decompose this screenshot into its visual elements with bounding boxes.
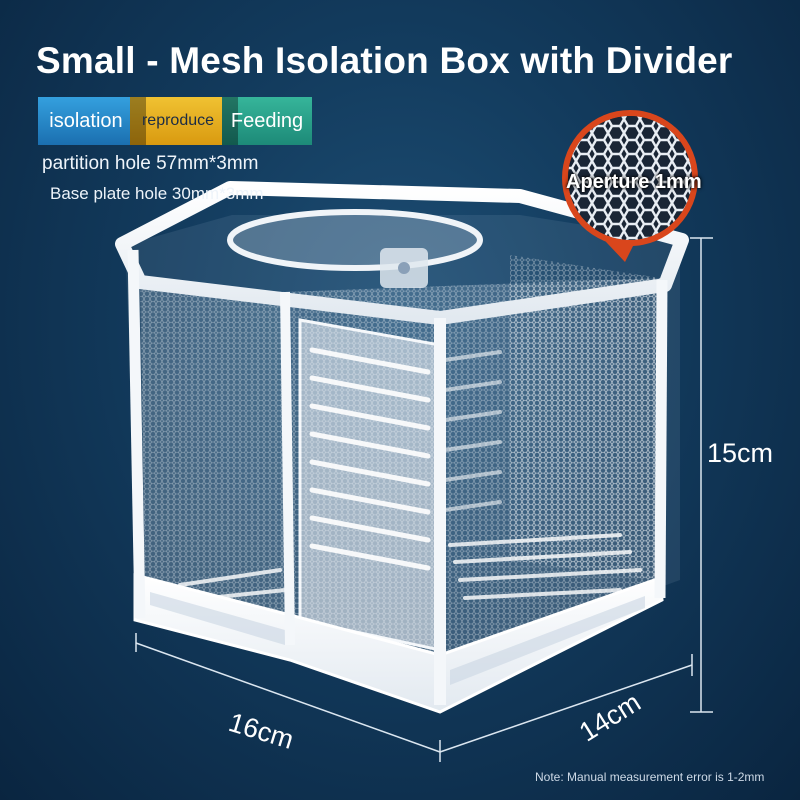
dimension-lines: [135, 237, 713, 762]
base-plate-hole-spec: Base plate hole 30mm*3mm: [50, 184, 264, 203]
tag-isolation: isolation: [38, 97, 134, 145]
measurement-note: Note: Manual measurement error is 1-2mm: [535, 770, 765, 784]
aperture-callout: [562, 110, 698, 262]
top-frame: [115, 181, 689, 325]
base-plate: [178, 533, 642, 602]
tag-feeding: Feeding: [222, 97, 312, 145]
bottom-frame: [133, 573, 664, 714]
height-dimension-label: 15cm: [707, 438, 774, 468]
aperture-label: Aperture 1mm: [566, 171, 702, 193]
page-title: Small - Mesh Isolation Box with Divider: [36, 40, 733, 81]
tag-isolation-label: isolation: [49, 109, 123, 132]
partition-hole-spec: partition hole 57mm*3mm: [42, 153, 259, 174]
tag-reproduce-label: reproduce: [141, 112, 215, 129]
left-mesh-panel: [140, 282, 290, 625]
tag-feeding-label: Feeding: [230, 109, 304, 132]
tag-reproduce: reproduce: [130, 97, 226, 145]
divider-panel: [298, 318, 502, 652]
feature-tags: isolation reproduce Feeding: [38, 97, 312, 145]
